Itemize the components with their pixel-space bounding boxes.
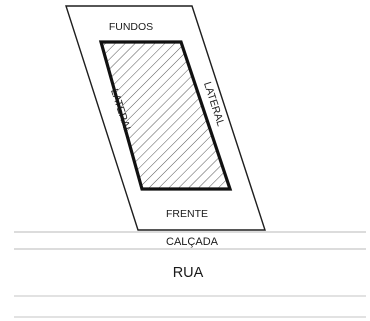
label-rua: RUA: [173, 265, 204, 281]
label-fundos: FUNDOS: [109, 21, 153, 33]
lot-boundary: [65, 5, 266, 231]
label-frente: FRENTE: [166, 208, 208, 220]
building-footprint: [98, 40, 233, 191]
label-calcada: CALÇADA: [166, 236, 219, 248]
